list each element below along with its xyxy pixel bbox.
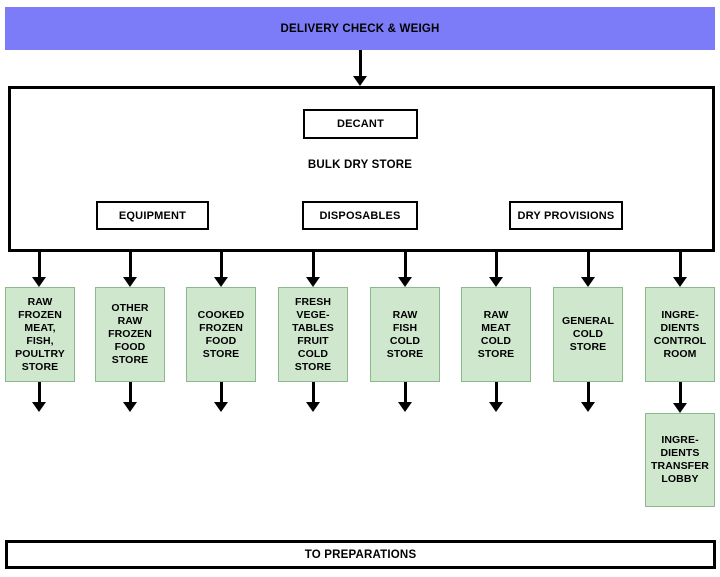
flow-arrow-down xyxy=(489,252,503,287)
flow-arrow-down xyxy=(214,382,228,412)
store-box-raw-fish-cold: RAW FISH COLD STORE xyxy=(370,287,440,382)
store-box-general-cold: GENERAL COLD STORE xyxy=(553,287,623,382)
flow-arrow-down xyxy=(673,382,687,413)
decant-box: DECANT xyxy=(303,109,418,139)
delivery-check-weigh-banner: DELIVERY CHECK & WEIGH xyxy=(5,7,715,50)
store-box-fresh-vegetables-fruit-cold: FRESH VEGE- TABLES FRUIT COLD STORE xyxy=(278,287,348,382)
disposables-box: DISPOSABLES xyxy=(302,201,418,230)
flow-arrow-down xyxy=(398,382,412,412)
ingredients-transfer-lobby-box: INGRE- DIENTS TRANSFER LOBBY xyxy=(645,413,715,507)
flow-arrow-down xyxy=(581,382,595,412)
flow-arrow-down xyxy=(214,252,228,287)
flow-arrow-down xyxy=(32,252,46,287)
flow-arrow-down xyxy=(306,382,320,412)
store-box-raw-frozen-meat-fish-poultry: RAW FROZEN MEAT, FISH, POULTRY STORE xyxy=(5,287,75,382)
flow-arrow-down xyxy=(489,382,503,412)
to-preparations-banner: TO PREPARATIONS xyxy=(5,540,716,569)
flow-arrow-down xyxy=(32,382,46,412)
flow-arrow-down xyxy=(398,252,412,287)
store-box-ingredients-control-room: INGRE- DIENTS CONTROL ROOM xyxy=(645,287,715,382)
dry-provisions-box: DRY PROVISIONS xyxy=(509,201,623,230)
equipment-box: EQUIPMENT xyxy=(96,201,209,230)
flow-arrow-down xyxy=(673,252,687,287)
flow-arrow-down xyxy=(123,252,137,287)
flow-arrow-down xyxy=(353,50,367,86)
store-box-other-raw-frozen-food: OTHER RAW FROZEN FOOD STORE xyxy=(95,287,165,382)
store-box-raw-meat-cold: RAW MEAT COLD STORE xyxy=(461,287,531,382)
store-box-cooked-frozen-food: COOKED FROZEN FOOD STORE xyxy=(186,287,256,382)
bulk-dry-store-label: BULK DRY STORE xyxy=(307,159,413,171)
flow-arrow-down xyxy=(581,252,595,287)
flow-arrow-down xyxy=(123,382,137,412)
flow-arrow-down xyxy=(306,252,320,287)
